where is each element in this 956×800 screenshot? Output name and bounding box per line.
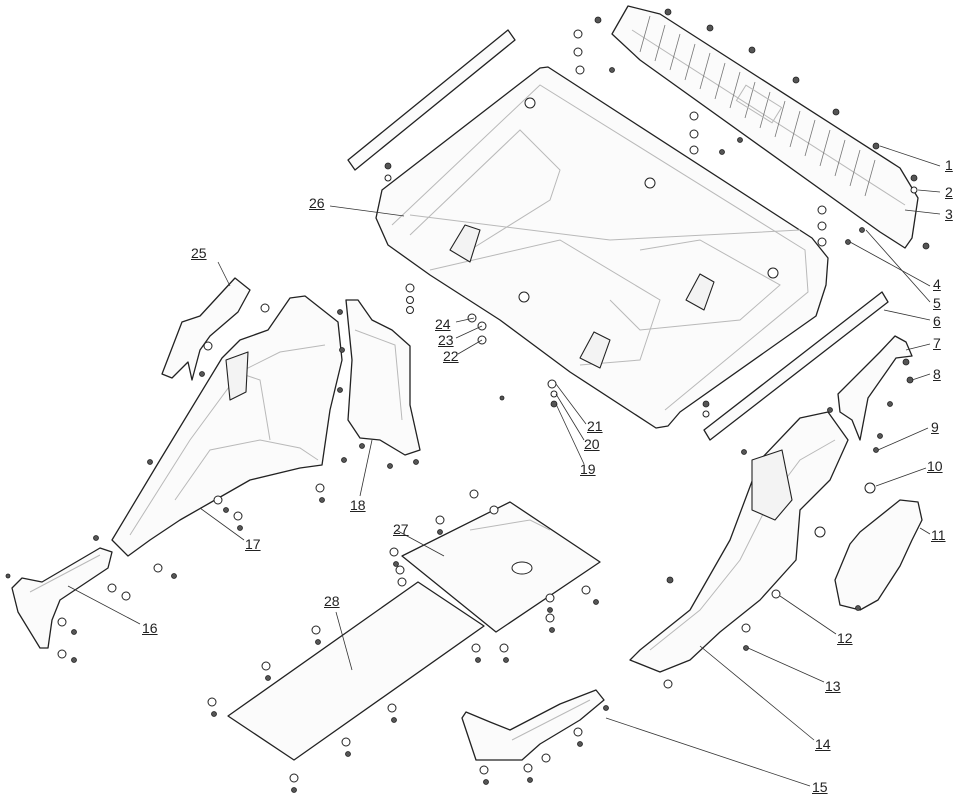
callout-2[interactable]: 2 <box>945 184 953 200</box>
part-3-rear-panel <box>611 5 919 249</box>
callout-7[interactable]: 7 <box>933 335 941 351</box>
callout-13[interactable]: 13 <box>825 678 841 694</box>
part-7-bracket <box>837 335 913 441</box>
callout-16[interactable]: 16 <box>142 620 158 636</box>
callout-17[interactable]: 17 <box>245 536 261 552</box>
callout-5[interactable]: 5 <box>933 295 941 311</box>
callout-20[interactable]: 20 <box>584 436 600 452</box>
callout-1[interactable]: 1 <box>945 157 953 173</box>
callout-11[interactable]: 11 <box>931 527 946 543</box>
part-16-bracket <box>11 547 113 649</box>
callout-23[interactable]: 23 <box>438 332 454 348</box>
callout-4[interactable]: 4 <box>933 276 941 292</box>
leader-lines <box>67 145 941 787</box>
part-14-right-side-panel <box>629 411 849 673</box>
part-11-panel <box>834 499 923 611</box>
callout-8[interactable]: 8 <box>933 366 941 382</box>
part-17-left-side-panel <box>111 295 343 557</box>
callout-28[interactable]: 28 <box>324 593 340 609</box>
part-18-panel <box>345 299 421 456</box>
callout-27[interactable]: 27 <box>393 521 409 537</box>
callout-19[interactable]: 19 <box>580 461 596 477</box>
callout-15[interactable]: 15 <box>812 779 828 795</box>
part-6-strip-top <box>347 29 516 171</box>
callout-26[interactable]: 26 <box>309 195 325 211</box>
part-6-strip-bottom <box>703 291 889 441</box>
callout-6[interactable]: 6 <box>933 313 941 329</box>
callout-14[interactable]: 14 <box>815 736 831 752</box>
callout-9[interactable]: 9 <box>931 419 939 435</box>
callout-22[interactable]: 22 <box>443 348 459 364</box>
callout-18[interactable]: 18 <box>350 497 366 513</box>
callout-10[interactable]: 10 <box>927 458 943 474</box>
part-25-bracket <box>161 277 251 381</box>
callout-25[interactable]: 25 <box>191 245 207 261</box>
callout-12[interactable]: 12 <box>837 630 853 646</box>
callout-3[interactable]: 3 <box>945 206 953 222</box>
part-27-floor-plate <box>401 501 601 633</box>
callout-21[interactable]: 21 <box>587 418 603 434</box>
part-26-roof-panel <box>375 66 829 429</box>
part-28-floor-plate <box>227 581 485 761</box>
part-15-bracket <box>461 689 605 761</box>
callout-24[interactable]: 24 <box>435 316 451 332</box>
